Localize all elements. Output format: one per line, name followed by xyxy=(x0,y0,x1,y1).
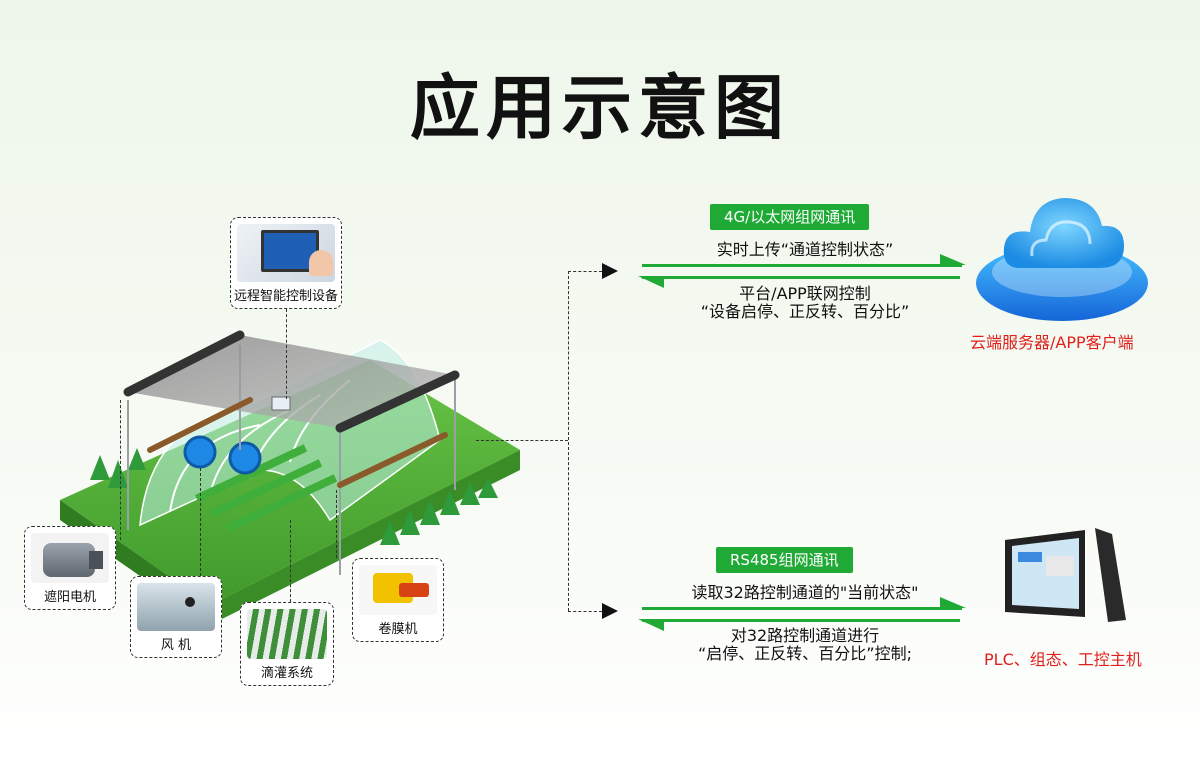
bottom-branch xyxy=(568,611,602,612)
read-status-text: 读取32路控制通道的"当前状态" xyxy=(691,583,919,602)
channel-control-arrow xyxy=(642,619,960,622)
roll-rods xyxy=(147,397,448,488)
controller-callout: 远程智能控制设备 xyxy=(230,217,342,309)
platform-control-line1: 平台/APP联网控制 xyxy=(739,284,871,303)
shade-motor-label: 遮阳电机 xyxy=(43,590,96,605)
fan-label: 风 机 xyxy=(160,638,192,653)
motor-icon xyxy=(43,543,95,577)
frame-controller-box xyxy=(271,396,291,411)
read-arrow xyxy=(642,607,962,610)
film-roller-callout: 卷膜机 xyxy=(352,558,444,642)
fan-callout: 风 机 xyxy=(130,576,222,658)
hand-icon xyxy=(309,250,333,276)
main-connector xyxy=(476,440,568,441)
channel-control-line1: 对32路控制通道进行 xyxy=(730,626,880,645)
control-arrowhead xyxy=(638,276,664,288)
film-leader xyxy=(336,490,337,558)
shade-motor-callout: 遮阳电机 xyxy=(24,526,116,610)
top-branch xyxy=(568,271,602,272)
upload-arrow xyxy=(642,264,962,267)
film-roller-label: 卷膜机 xyxy=(378,622,418,637)
upload-status-text: 实时上传“通道控制状态” xyxy=(716,240,894,259)
branch-connector xyxy=(568,271,569,611)
trees xyxy=(90,448,498,545)
platform-control-line2: “设备启停、正反转、百分比” xyxy=(700,302,910,321)
plc-endpoint-label: PLC、组态、工控主机 xyxy=(984,650,1142,669)
fan-icon xyxy=(185,597,195,607)
shade-net xyxy=(123,330,460,433)
fan-leader xyxy=(200,468,201,576)
panel-pc-graphic xyxy=(1005,528,1126,622)
top-link-badge: 4G/以太网组网通讯 xyxy=(710,204,870,230)
top-arrowhead xyxy=(602,263,618,279)
bottom-link-badge: RS485组网通讯 xyxy=(716,547,853,573)
control-arrow xyxy=(642,276,960,279)
bottom-arrowhead xyxy=(602,603,618,619)
motor-leader xyxy=(120,400,121,540)
controller-label: 远程智能控制设备 xyxy=(233,289,338,304)
drip-callout: 滴灌系统 xyxy=(240,602,334,686)
drip-leader xyxy=(290,520,291,602)
controller-leader xyxy=(286,309,287,399)
channel-control-line2: “启停、正反转、百分比”控制; xyxy=(698,644,912,663)
read-arrowhead xyxy=(940,597,966,608)
drip-label: 滴灌系统 xyxy=(260,666,313,681)
fans xyxy=(183,435,262,475)
upload-arrowhead xyxy=(940,254,966,265)
cloud-server-graphic xyxy=(976,198,1148,321)
page-title: 应用示意图 xyxy=(410,67,790,149)
cloud-endpoint-label: 云端服务器/APP客户端 xyxy=(970,333,1134,352)
channel-control-arrowhead xyxy=(638,619,664,631)
